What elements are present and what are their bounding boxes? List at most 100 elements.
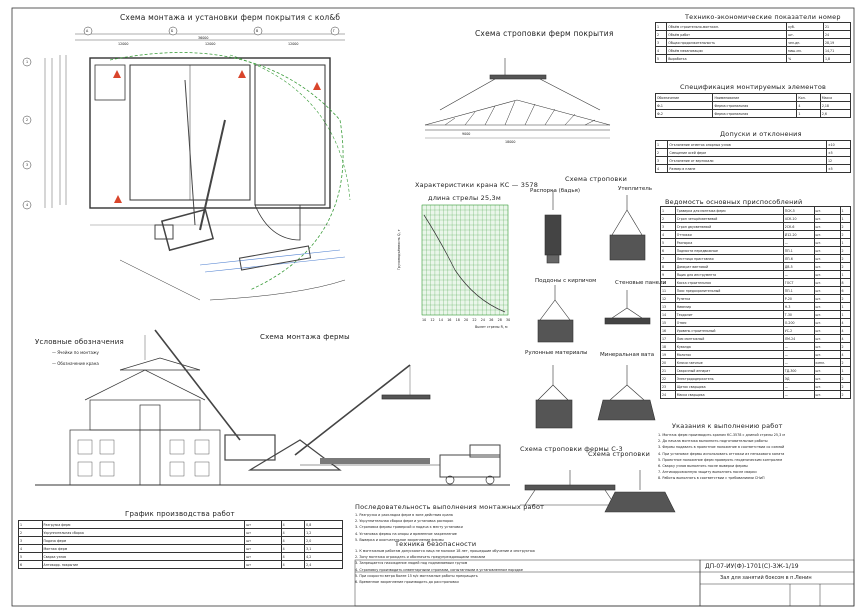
safety-line: 6. Временное закрепление производить до … [355, 580, 459, 585]
fixture-cell: 4 [660, 230, 676, 239]
fixture-cell: 18 [660, 342, 676, 351]
fixture-cell: Пояс предохранительный [674, 286, 784, 295]
tol-cell: ±5 [825, 148, 852, 157]
fixture-cell: шт. [813, 294, 841, 303]
fixture-cell: 2 [839, 254, 851, 263]
fixture-cell: 1 [839, 310, 851, 319]
fixture-cell: 2 [839, 222, 851, 231]
fixture-cell: Строп четырёхветвевой [674, 214, 784, 223]
fixture-cell: Маска сварщика [674, 390, 784, 399]
fixture-cell: шт. [813, 262, 841, 271]
stamp-code: ДП-07-ИУ(Ф)-1701(С)-ЗЖ-1/19 [705, 563, 799, 570]
fixture-cell: 22 [660, 374, 676, 383]
tech-cell: куб. [786, 22, 824, 31]
tech-cell: Объём работ [666, 30, 788, 39]
fixture-cell: 15 [660, 318, 676, 327]
fixture-cell: ПП-1 [782, 286, 815, 295]
fixture-cell: 11 [660, 286, 676, 295]
fixture-cell: Т-30 [782, 310, 815, 319]
fixture-cell: Траверса для монтажа ферм [674, 206, 784, 215]
tol-cell: Отклонение отметок опорных узлов [667, 140, 827, 149]
schedule-title: График производства работ [125, 510, 235, 518]
fixture-cell: 1 [839, 206, 851, 215]
sequence-line: 3. Строповка фермы траверсой и подача к … [355, 525, 463, 530]
instruction-line: 3. Фермы подавать в проектное положение … [658, 445, 785, 450]
crane-load-chart [421, 204, 509, 316]
fixture-cell: Уровень строительный [674, 326, 784, 335]
tech-cell: 28,19 [822, 38, 852, 47]
schedule-cell: 4 [280, 520, 306, 529]
fixture-cell: шт. [813, 350, 841, 359]
safety-line: 4. Строповку производить инвентарными ст… [355, 567, 523, 572]
chart-x-tick: 18 [455, 318, 460, 322]
fixture-cell: ДВ-5 [782, 262, 815, 271]
mount-cell: 2,6 [819, 109, 852, 118]
fixture-cell: ПП-1 [782, 246, 815, 255]
instruction-line: 2. До начала монтажа выполнить подготови… [658, 439, 768, 444]
fixture-cell: Оттяжки [674, 230, 784, 239]
mount-cell: 2,18 [819, 101, 852, 110]
schedule-cell: 4 [280, 528, 306, 537]
fixture-cell: 19 [660, 350, 676, 359]
fixture-cell: Электрододержатель [674, 374, 784, 383]
fixture-cell: Сварочный аппарат [674, 366, 784, 375]
tol-cell: ±10 [825, 140, 852, 149]
fixture-cell: Рулетка [674, 294, 784, 303]
schedule-cell: 4 [280, 552, 306, 561]
fixture-cell: шт. [813, 310, 841, 319]
tech-cell: чел-дн. [786, 38, 824, 47]
plan-view [44, 33, 351, 301]
fixture-cell: Подмости передвижные [674, 246, 784, 255]
fixture-cell: Теодолит [674, 310, 784, 319]
mount-cell: Ферма стропильная [712, 109, 798, 118]
fixture-cell: шт. [813, 278, 841, 287]
safety-line: 5. При скорости ветра более 15 м/с монта… [355, 573, 478, 578]
instruction-line: 1. Монтаж ферм производить краном КС-357… [658, 433, 785, 437]
fixture-cell: шт. [813, 302, 841, 311]
fixture-cell: 2 [839, 262, 851, 271]
tech-cell: маш-см. [786, 46, 824, 55]
tech-cell: Выработка [666, 54, 788, 63]
fixture-cell: Строп двухветвевой [674, 222, 784, 231]
dim-mid: 12000 [205, 42, 216, 46]
fixture-cell: — [782, 238, 815, 247]
safety-line: 2. Зону монтажа ограждать и обозначать п… [355, 555, 486, 560]
schedule-cell: 3,1 [304, 544, 343, 553]
chart-x-tick: 24 [480, 318, 485, 322]
fixture-cell: 1 [839, 214, 851, 223]
safety-line: 3. Запрещается нахождение людей под подн… [355, 561, 468, 566]
fixture-cell: Нивелир [674, 302, 784, 311]
schedule-cell: Антикорр. покрытие [41, 560, 246, 569]
chart-x-tick: 20 [464, 318, 469, 322]
pallets-label: Поддоны с кирпичом [535, 278, 597, 284]
schedule-cell: шт [244, 552, 282, 561]
fixture-cell: — [782, 342, 815, 351]
fixture-cell: ЛП-6 [782, 254, 815, 263]
dim-right: 12000 [288, 42, 299, 46]
tol-cell: 12 [825, 156, 852, 165]
tol-cell: ±5 [825, 164, 852, 173]
fixture-cell: — [782, 358, 815, 367]
fixture-cell: 16 [660, 326, 676, 335]
sling-c3-title: Схема строповки фермы С-3 [520, 445, 623, 453]
fixture-cell: — [782, 390, 815, 399]
sequence-line: 2. Укрупнительная сборка ферм и установк… [355, 519, 454, 524]
sequence-notes: 1. Разгрузка и раскладка ферм в зоне дей… [355, 512, 585, 543]
